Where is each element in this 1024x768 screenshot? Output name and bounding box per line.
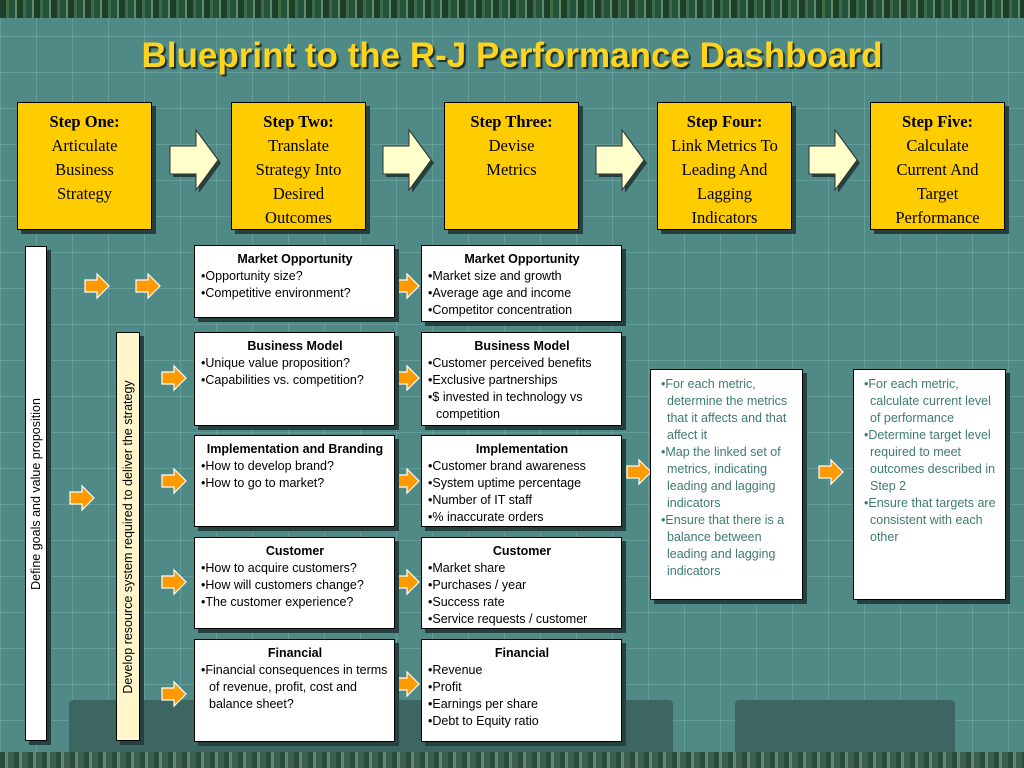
list-item: How to acquire customers? bbox=[201, 560, 389, 577]
list-item: How to develop brand? bbox=[201, 458, 389, 475]
metric-box-market-opportunity: Market Opportunity Market size and growt… bbox=[421, 245, 622, 322]
arrow-right-icon bbox=[69, 484, 95, 512]
list-item: For each metric, calculate current level… bbox=[860, 376, 999, 427]
list-item: Debt to Equity ratio bbox=[428, 713, 616, 730]
step-five-box: Step Five: Calculate Current And Target … bbox=[870, 102, 1005, 230]
list-item: Exclusive partnerships bbox=[428, 372, 616, 389]
arrow-right-icon bbox=[808, 128, 860, 193]
step-two-title: Step Two: bbox=[263, 112, 334, 131]
metric-box-implementation: Implementation Customer brand awareness … bbox=[421, 435, 622, 527]
list-item: Ensure that targets are consistent with … bbox=[860, 495, 999, 546]
circuit-decoration-top bbox=[0, 0, 1024, 18]
outcome-title: Customer bbox=[265, 544, 325, 558]
outcome-title: Implementation and Branding bbox=[206, 442, 384, 456]
step-two-desc: Translate Strategy Into Desired Outcomes bbox=[255, 136, 342, 227]
metric-box-business-model: Business Model Customer perceived benefi… bbox=[421, 332, 622, 426]
list-item: Purchases / year bbox=[428, 577, 616, 594]
step-four-box: Step Four: Link Metrics To Leading And L… bbox=[657, 102, 792, 230]
step-three-desc: Devise Metrics bbox=[486, 136, 537, 179]
circuit-decoration-bottom bbox=[0, 752, 1024, 768]
list-item: Success rate bbox=[428, 594, 616, 611]
list-item: System uptime percentage bbox=[428, 475, 616, 492]
metric-title: Financial bbox=[494, 646, 550, 660]
arrow-right-icon bbox=[161, 680, 187, 708]
list-item: Unique value proposition? bbox=[201, 355, 389, 372]
list-item: Number of IT staff bbox=[428, 492, 616, 509]
arrow-right-icon bbox=[161, 568, 187, 596]
metric-title: Market Opportunity bbox=[464, 252, 580, 266]
step-five-desc: Calculate Current And Target Performance bbox=[895, 136, 980, 227]
step-one-box: Step One: Articulate Business Strategy bbox=[17, 102, 152, 230]
list-item: Customer perceived benefits bbox=[428, 355, 616, 372]
list-item: How will customers change? bbox=[201, 577, 389, 594]
step-three-title: Step Three: bbox=[470, 112, 553, 131]
outcome-box-financial: Financial Financial consequences in term… bbox=[194, 639, 395, 742]
outcome-box-market-opportunity: Market Opportunity Opportunity size? Com… bbox=[194, 245, 395, 318]
list-item: Map the linked set of metrics, indicatin… bbox=[657, 444, 796, 512]
step-one-desc: Articulate Business Strategy bbox=[51, 136, 118, 203]
list-item: The customer experience? bbox=[201, 594, 389, 611]
develop-resource-label: Develop resource system required to deli… bbox=[121, 379, 135, 694]
arrow-right-icon bbox=[626, 458, 652, 486]
list-item: Revenue bbox=[428, 662, 616, 679]
arrow-right-icon bbox=[161, 467, 187, 495]
list-item: Service requests / customer bbox=[428, 611, 616, 628]
list-item: $ invested in technology vs competition bbox=[428, 389, 616, 423]
outcome-box-customer: Customer How to acquire customers? How w… bbox=[194, 537, 395, 629]
list-item: Financial consequences in terms of reven… bbox=[201, 662, 389, 713]
arrow-right-icon bbox=[161, 364, 187, 392]
arrow-right-icon bbox=[818, 458, 844, 486]
arrow-right-icon bbox=[394, 364, 420, 392]
develop-resource-bar: Develop resource system required to deli… bbox=[116, 332, 140, 741]
outcome-title: Financial bbox=[267, 646, 323, 660]
metric-title: Implementation bbox=[475, 442, 569, 456]
arrow-right-icon bbox=[394, 467, 420, 495]
arrow-right-icon bbox=[595, 128, 647, 193]
step-five-title: Step Five: bbox=[901, 112, 974, 131]
step-three-box: Step Three: Devise Metrics bbox=[444, 102, 579, 230]
step-two-box: Step Two: Translate Strategy Into Desire… bbox=[231, 102, 366, 230]
define-goals-bar: Define goals and value proposition bbox=[25, 246, 47, 741]
arrow-right-icon bbox=[169, 128, 221, 193]
step-four-notes: For each metric, determine the metrics t… bbox=[650, 369, 803, 600]
list-item: Capabilities vs. competition? bbox=[201, 372, 389, 389]
metric-box-customer: Customer Market share Purchases / year S… bbox=[421, 537, 622, 629]
metric-title: Business Model bbox=[474, 339, 570, 353]
step-one-title: Step One: bbox=[49, 112, 120, 131]
arrow-right-icon bbox=[394, 670, 420, 698]
step-five-notes: For each metric, calculate current level… bbox=[853, 369, 1006, 600]
outcome-box-business-model: Business Model Unique value proposition?… bbox=[194, 332, 395, 426]
list-item: Market size and growth bbox=[428, 268, 616, 285]
page-title: Blueprint to the R-J Performance Dashboa… bbox=[141, 36, 883, 75]
list-item: Ensure that there is a balance between l… bbox=[657, 512, 796, 580]
outcome-title: Market Opportunity bbox=[237, 252, 353, 266]
arrow-right-icon bbox=[382, 128, 434, 193]
outcome-title: Business Model bbox=[247, 339, 343, 353]
arrow-right-icon bbox=[84, 272, 110, 300]
outcome-box-implementation: Implementation and Branding How to devel… bbox=[194, 435, 395, 527]
list-item: For each metric, determine the metrics t… bbox=[657, 376, 796, 444]
step-four-desc: Link Metrics To Leading And Lagging Indi… bbox=[671, 136, 778, 227]
list-item: Competitive environment? bbox=[201, 285, 389, 302]
list-item: Determine target level required to meet … bbox=[860, 427, 999, 495]
list-item: Opportunity size? bbox=[201, 268, 389, 285]
metric-box-financial: Financial Revenue Profit Earnings per sh… bbox=[421, 639, 622, 742]
define-goals-label: Define goals and value proposition bbox=[29, 397, 43, 590]
list-item: % inaccurate orders bbox=[428, 509, 616, 526]
metric-title: Customer bbox=[492, 544, 552, 558]
list-item: Profit bbox=[428, 679, 616, 696]
list-item: Competitor concentration bbox=[428, 302, 616, 319]
arrow-right-icon bbox=[394, 568, 420, 596]
step-four-title: Step Four: bbox=[686, 112, 763, 131]
list-item: How to go to market? bbox=[201, 475, 389, 492]
list-item: Average age and income bbox=[428, 285, 616, 302]
list-item: Customer brand awareness bbox=[428, 458, 616, 475]
list-item: Market share bbox=[428, 560, 616, 577]
decor-panel-right bbox=[735, 700, 955, 756]
arrow-right-icon bbox=[135, 272, 161, 300]
arrow-right-icon bbox=[394, 272, 420, 300]
list-item: Earnings per share bbox=[428, 696, 616, 713]
